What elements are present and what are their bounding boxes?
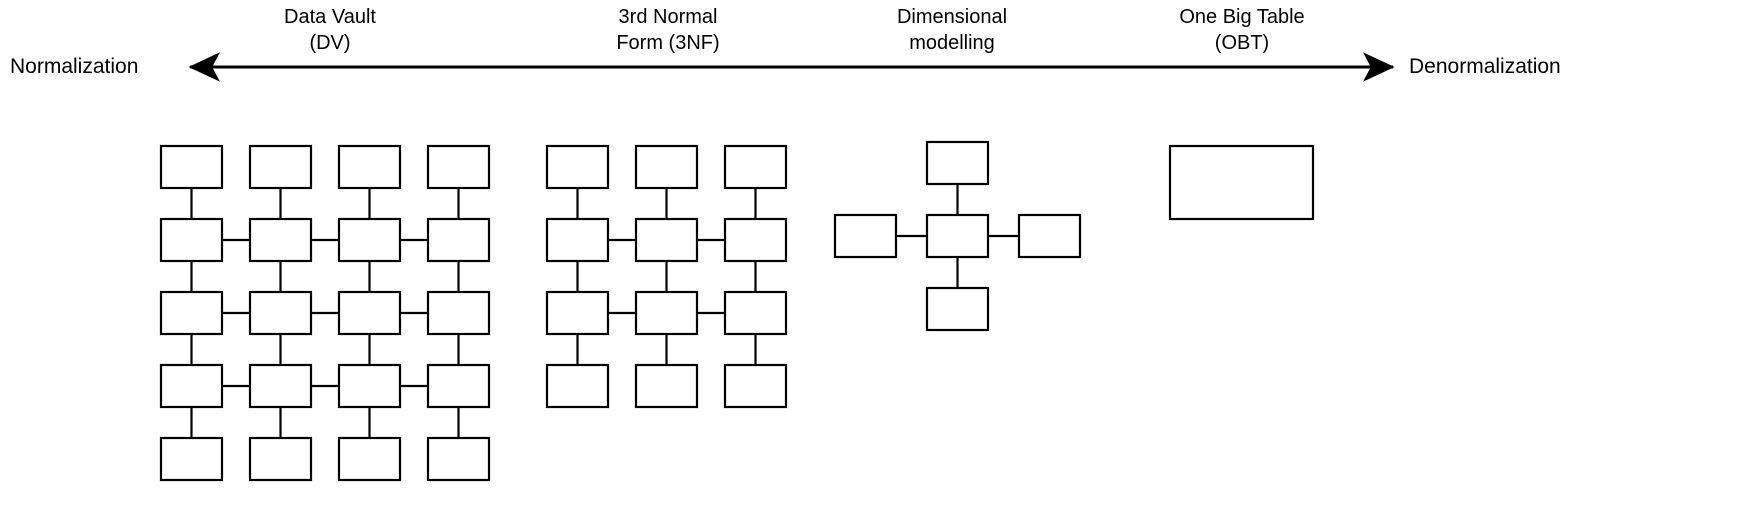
stage-label-third-normal-form: 3rd Normal Form (3NF) bbox=[616, 6, 720, 54]
stage-label-data-vault: Data Vault (DV) bbox=[284, 6, 376, 54]
entity-box bbox=[634, 144, 699, 190]
entity-box bbox=[426, 144, 491, 190]
entity-box bbox=[248, 436, 313, 482]
entity-box bbox=[337, 217, 402, 263]
stage-label-dimensional-modelling: Dimensional modelling bbox=[896, 6, 1008, 54]
entity-box bbox=[545, 217, 610, 263]
entity-box bbox=[337, 290, 402, 336]
entity-box bbox=[159, 290, 224, 336]
entity-box bbox=[723, 363, 788, 409]
entity-box bbox=[723, 290, 788, 336]
entity-box bbox=[337, 436, 402, 482]
entity-box bbox=[159, 363, 224, 409]
entity-box bbox=[1017, 213, 1082, 259]
entity-box bbox=[925, 140, 990, 186]
entity-box bbox=[337, 363, 402, 409]
entity-box bbox=[833, 213, 898, 259]
stage-label-one-big-table: One Big Table (OBT) bbox=[1179, 6, 1305, 54]
entity-box bbox=[248, 217, 313, 263]
entity-box bbox=[426, 217, 491, 263]
entity-box bbox=[723, 144, 788, 190]
entity-box bbox=[159, 144, 224, 190]
fact-table-box bbox=[925, 213, 990, 259]
entity-box bbox=[248, 144, 313, 190]
entity-box bbox=[248, 363, 313, 409]
axis-left-label: Normalization bbox=[10, 55, 139, 78]
entity-box bbox=[634, 290, 699, 336]
entity-box bbox=[426, 290, 491, 336]
entity-box bbox=[545, 290, 610, 336]
entity-box bbox=[337, 144, 402, 190]
entity-box bbox=[426, 436, 491, 482]
entity-box bbox=[545, 363, 610, 409]
entity-box bbox=[925, 286, 990, 332]
one-big-table-box bbox=[1168, 144, 1315, 221]
entity-box bbox=[634, 217, 699, 263]
entity-box bbox=[426, 363, 491, 409]
axis-right-label: Denormalization bbox=[1409, 55, 1561, 78]
entity-box bbox=[545, 144, 610, 190]
entity-box bbox=[634, 363, 699, 409]
entity-box bbox=[159, 436, 224, 482]
entity-box bbox=[248, 290, 313, 336]
entity-box bbox=[723, 217, 788, 263]
entity-box bbox=[159, 217, 224, 263]
